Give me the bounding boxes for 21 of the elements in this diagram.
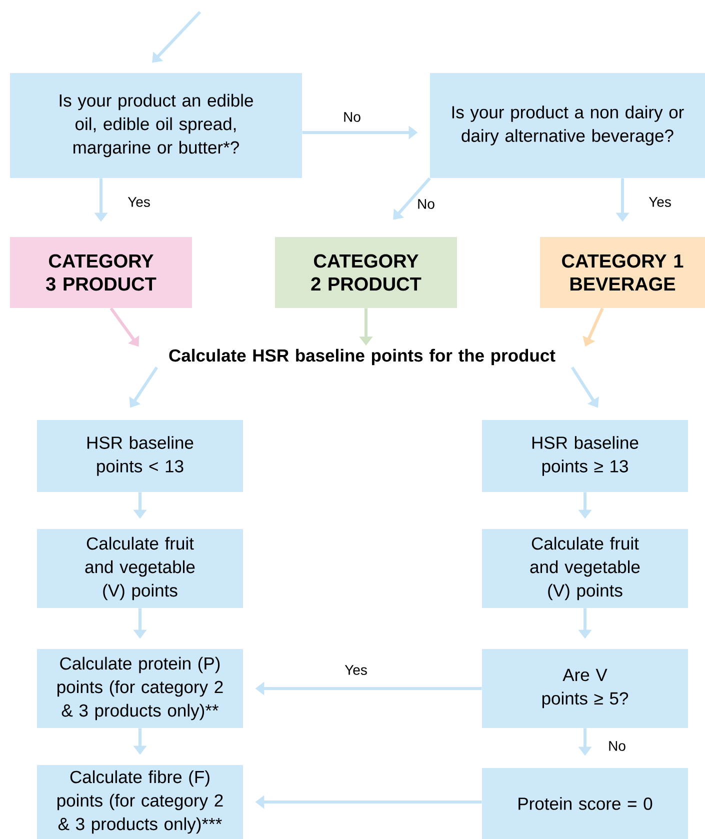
category-box: CATEGORY 1 BEVERAGE bbox=[540, 237, 705, 308]
category-box: CATEGORY 3 PRODUCT bbox=[10, 237, 192, 308]
arrow bbox=[152, 10, 202, 63]
edge-label: Yes bbox=[344, 664, 368, 676]
process-box: Calculate fruit and vegetable (V) points bbox=[482, 529, 688, 608]
process-box: Is your product an edible oil, edible oil spread, margarine or butter*? bbox=[10, 73, 302, 178]
edge-label: No bbox=[342, 111, 362, 123]
edge-label: No bbox=[416, 198, 436, 210]
process-box: Calculate fruit and vegetable (V) points bbox=[37, 529, 243, 608]
process-box: Is your product a non dairy or dairy alternative beverage? bbox=[430, 73, 705, 178]
step-text: Calculate HSR baseline points for the product bbox=[169, 348, 556, 366]
process-box: Are V points ≥ 5? bbox=[482, 649, 688, 728]
edge-label: Yes bbox=[648, 196, 672, 208]
category-box: CATEGORY 2 PRODUCT bbox=[275, 237, 457, 308]
process-box: Calculate protein (P) points (for category 2 & 3 products only)** bbox=[37, 649, 243, 728]
process-box: HSR baseline points ≥ 13 bbox=[482, 420, 688, 492]
process-box: Protein score = 0 bbox=[482, 768, 688, 839]
process-box: HSR baseline points < 13 bbox=[37, 420, 243, 492]
edge-label: No bbox=[607, 740, 627, 752]
edge-label: Yes bbox=[126, 196, 152, 208]
process-box: Calculate fibre (F) points (for category 2 & 3 products only)*** bbox=[37, 765, 243, 839]
